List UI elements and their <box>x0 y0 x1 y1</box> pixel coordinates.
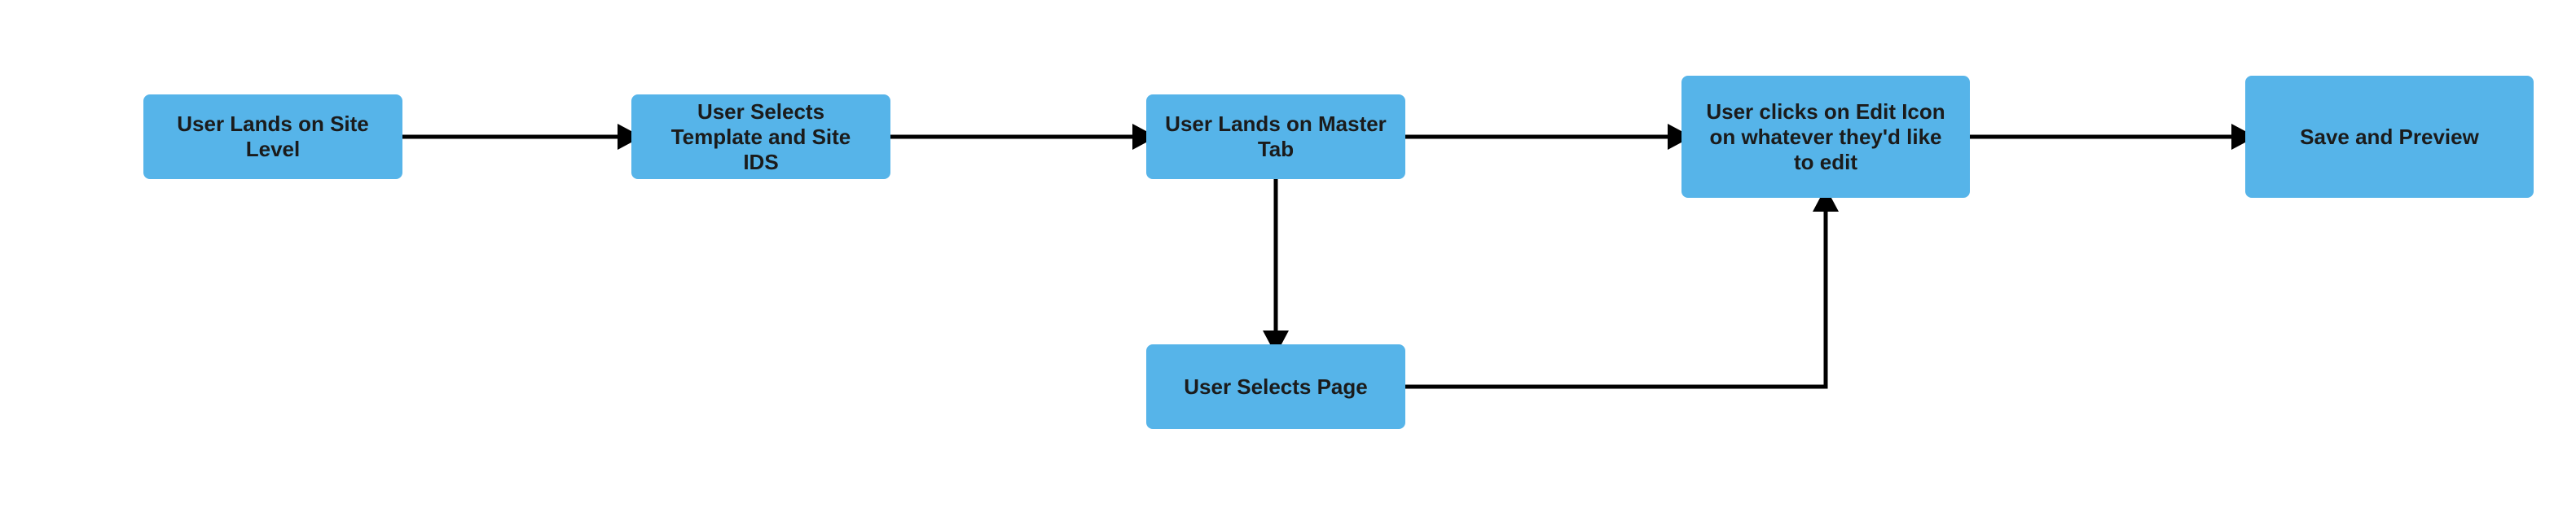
node-label: Save and Preview <box>2300 124 2479 149</box>
edge-template-to-master-tab <box>890 124 1157 150</box>
node-save-and-preview: Save and Preview <box>2245 76 2534 198</box>
edge-master-tab-to-edit-icon <box>1405 124 1692 150</box>
edge-edit-icon-to-save-preview <box>1970 124 2256 150</box>
node-user-selects-template: User Selects Template and Site IDS <box>631 94 890 179</box>
edge-select-page-to-edit-icon <box>1405 187 1839 389</box>
node-user-lands-on-master-tab: User Lands on Master Tab <box>1146 94 1405 179</box>
edge-site-level-to-template <box>402 124 642 150</box>
node-user-clicks-edit-icon: User clicks on Edit Icon on whatever the… <box>1681 76 1970 198</box>
node-label: User Selects Template and Site IDS <box>670 99 851 174</box>
node-label: User Lands on Master Tab <box>1165 112 1387 161</box>
node-label: User Selects Page <box>1184 374 1368 399</box>
edge-master-tab-to-select-page <box>1263 179 1289 355</box>
node-user-selects-page: User Selects Page <box>1146 344 1405 429</box>
node-label: User Lands on Site Level <box>177 112 369 161</box>
node-label: User clicks on Edit Icon on whatever the… <box>1706 99 1945 174</box>
node-user-lands-on-site-level: User Lands on Site Level <box>143 94 402 179</box>
